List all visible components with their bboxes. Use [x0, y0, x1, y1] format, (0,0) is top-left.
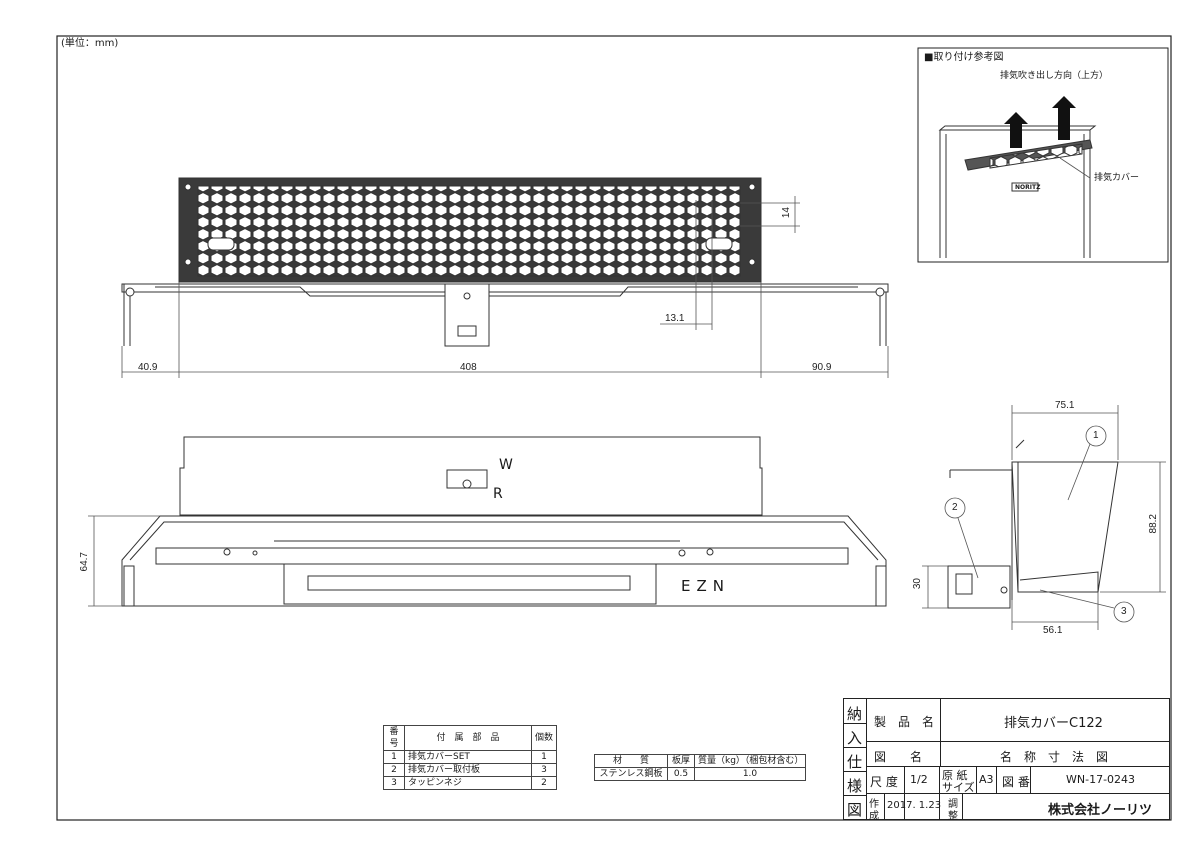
paper-size: A3: [979, 773, 994, 786]
part-no: 2: [383, 763, 405, 777]
material-value: ステンレス鋼板: [594, 767, 668, 781]
part-name: 排気カバー取付板: [404, 763, 532, 777]
dim-front-height: 64.7: [79, 552, 90, 572]
dim-side-width-top: 75.1: [1055, 400, 1075, 411]
balloon-2: 2: [952, 502, 958, 513]
side-view-balloons: [944, 425, 1135, 623]
cover-leader: [1059, 157, 1091, 179]
side-view-dimensions: [922, 405, 1166, 630]
table-row: 3 タッピンネジ 2: [383, 776, 557, 790]
dim-side-height: 88.2: [1148, 514, 1159, 534]
grille-mesh: [197, 185, 741, 277]
mass-header: 質量（kg）（梱包材含む）: [694, 754, 806, 768]
mass-value: 1.0: [694, 767, 806, 781]
check-label-1: 調: [948, 799, 958, 810]
balloon-3: 3: [1121, 606, 1127, 617]
paper-label-1: 原 紙: [942, 769, 968, 782]
dim-right: 90.9: [812, 362, 832, 373]
title-block: 納 入 仕 様 図 製 品 名 排気カバーC122 図 名 名 称 寸 法 図 …: [843, 698, 1170, 822]
thickness-value: 0.5: [667, 767, 695, 781]
dim-left: 40.9: [138, 362, 158, 373]
table-row: 2 排気カバー取付板 3: [383, 763, 557, 777]
unit-note: (単位：mm): [61, 38, 119, 49]
made-label-2: 成: [869, 811, 879, 822]
dim-height-small: 14: [781, 207, 792, 219]
scale-label: 尺 度: [870, 775, 898, 789]
table-row: ステンレス鋼板 0.5 1.0: [594, 767, 806, 781]
reference-title: ■取り付け参考図: [924, 52, 1004, 63]
part-name: 排気カバーSET: [404, 750, 532, 764]
parts-header-qty: 個数: [531, 725, 557, 751]
parts-table: 番号 付 属 部 品 個数 1 排気カバーSET 1 2 排気カバー取付板 3 …: [383, 725, 557, 790]
part-qty: 2: [531, 776, 557, 790]
scale-value: 1/2: [910, 773, 928, 786]
drawing-no-label: 図 番: [1002, 775, 1030, 789]
table-row: 1 排気カバーSET 1: [383, 750, 557, 764]
product-name-label: 製 品 名: [874, 715, 935, 729]
part-no: 3: [383, 776, 405, 790]
dim-center: 408: [460, 362, 477, 373]
side-char-2: 入: [847, 729, 863, 747]
drawing-no: WN-17-0243: [1066, 773, 1136, 786]
sheet-border: [56, 35, 1172, 821]
parts-header-name: 付 属 部 品: [404, 725, 532, 751]
part-qty: 1: [531, 750, 557, 764]
made-label-1: 作: [869, 799, 879, 810]
dim-side-lower: 30: [912, 578, 923, 590]
cover-label: 排気カバー: [1094, 173, 1140, 183]
company-name: 株式会社ノーリツ: [1048, 803, 1153, 818]
material-header: 材 質: [594, 754, 668, 768]
exhaust-arrows: [1004, 96, 1076, 148]
side-char-3: 仕: [847, 753, 863, 771]
drawing-name-label: 図 名: [874, 750, 923, 764]
balloon-1: 1: [1093, 430, 1099, 441]
product-name: 排気カバーC122: [1004, 716, 1103, 731]
side-char-4: 様: [847, 777, 863, 795]
made-date: 2017. 1.23: [887, 800, 942, 811]
side-view: [947, 439, 1119, 609]
part-name: タッピンネジ: [404, 776, 532, 790]
drawing-name: 名 称 寸 法 図: [1000, 750, 1109, 764]
exhaust-direction-label: 排気吹き出し方向（上方）: [1000, 71, 1109, 81]
mark-r: R: [493, 486, 503, 502]
material-header-row: 材 質 板厚 質量（kg）（梱包材含む）: [594, 754, 806, 768]
paper-label-2: サイズ: [942, 781, 975, 794]
dim-side-width-bottom: 56.1: [1043, 625, 1063, 636]
check-label-2: 整: [948, 811, 958, 822]
reference-view: [917, 47, 1169, 263]
dim-offset: 13.1: [665, 313, 685, 324]
part-qty: 3: [531, 763, 557, 777]
part-no: 1: [383, 750, 405, 764]
front-view-dimensions: [88, 515, 160, 607]
side-char-5: 図: [847, 801, 863, 819]
top-view-dimensions: [121, 196, 889, 378]
side-char-1: 納: [847, 705, 863, 723]
material-table: 材 質 板厚 質量（kg）（梱包材含む） ステンレス鋼板 0.5 1.0: [594, 754, 806, 781]
product-mark: EZN: [681, 577, 730, 595]
parts-header-row: 番号 付 属 部 品 個数: [383, 725, 557, 751]
front-view: [121, 436, 887, 607]
top-view: [121, 177, 889, 347]
thickness-header: 板厚: [667, 754, 695, 768]
brand-mark: NORITZ: [1015, 184, 1041, 191]
mark-w: W: [499, 457, 513, 473]
parts-header-no: 番号: [383, 725, 405, 751]
